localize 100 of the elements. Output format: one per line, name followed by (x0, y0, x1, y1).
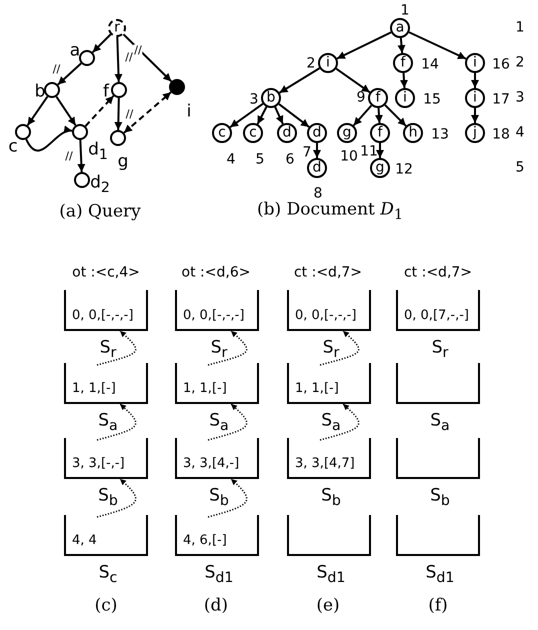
caption: (b) Document D$_{1}$ (257, 200, 403, 224)
position-number: 10 (340, 149, 358, 165)
edge-label: // (133, 44, 143, 55)
arrow (400, 72, 408, 88)
level-number: 3 (516, 90, 524, 106)
position-number: 17 (492, 92, 510, 108)
stack-name: S$_{b}$ (98, 486, 118, 510)
arrow (374, 108, 383, 124)
node-letter: g (376, 160, 384, 174)
node-letter: g (342, 125, 352, 140)
stack-entry: 3, 3,[4,-] (183, 457, 240, 470)
node-letter: f (376, 90, 380, 104)
arrow (313, 143, 321, 158)
dotted-arrow (96, 330, 136, 366)
stack-name: S$_{r}$ (210, 338, 228, 362)
arrow (114, 36, 122, 82)
stack-entry: 0, 0,[7,-,-] (404, 309, 469, 322)
stack-name: S$_{b}$ (430, 486, 450, 510)
arrow (397, 38, 406, 54)
position-number: 4 (226, 152, 236, 168)
position-number: 8 (314, 186, 322, 202)
stack-entry: 3, 3,[4,7] (295, 457, 355, 470)
caption: (c) (94, 596, 118, 616)
arrow (376, 143, 384, 158)
stack-name: S$_{d1}$ (316, 564, 346, 586)
arrow (26, 96, 48, 126)
caption: (e) (316, 596, 340, 616)
node-label: b (34, 82, 46, 102)
stack-name: S$_{b}$ (209, 486, 229, 510)
stack-entry: 0, 0,[-,-,-] (295, 309, 356, 322)
dotted-arrow (208, 478, 248, 518)
stack-name: S$_{a}$ (430, 412, 450, 434)
arrow (471, 108, 479, 123)
stack-name: S$_{r}$ (432, 338, 448, 362)
node-letter: c (218, 125, 226, 140)
arrow (278, 103, 310, 128)
position-number: 18 (492, 127, 510, 143)
arrow (114, 98, 122, 130)
edge-label: // (64, 150, 74, 162)
node-letter: d (312, 125, 322, 140)
node-label: d$_{1}$ (88, 140, 108, 164)
dotted-arrow (320, 330, 360, 366)
stack-entry: 3, 3,[-,-] (72, 457, 125, 470)
level-number: 1 (516, 20, 524, 36)
position-number: 9 (356, 90, 366, 106)
level-number: 2 (516, 55, 524, 71)
stack-entry: 1, 1,[-] (72, 382, 116, 395)
node-letter: f (378, 125, 382, 140)
arrow (279, 67, 320, 94)
node-label: g (118, 152, 128, 172)
position-number: 13 (431, 127, 449, 143)
node-letter: f (400, 55, 406, 70)
stack-entry: 0, 0,[-,-,-] (72, 309, 134, 322)
arrow (336, 68, 370, 94)
node-label: f (103, 82, 109, 102)
edge-label: // (124, 52, 134, 62)
arrow (256, 106, 268, 125)
stack-entry: 4, 6,[-] (183, 534, 227, 547)
arrow (471, 73, 479, 88)
arrow (384, 104, 407, 127)
node-letter: d (282, 125, 292, 140)
node-letter: j (473, 125, 477, 140)
node-letter: c (249, 125, 257, 140)
event-label: ot :<c,4> (72, 265, 140, 281)
tree-node (108, 19, 126, 37)
node-letter: d (312, 160, 322, 174)
node-letter: h (408, 125, 418, 140)
dotted-arrow (96, 478, 136, 518)
arrow (77, 140, 86, 172)
node-letter: i (473, 55, 477, 70)
stack-entry: 1, 1,[-] (183, 382, 227, 395)
stack-name: S$_{r}$ (100, 338, 116, 362)
node-label: a (70, 42, 80, 60)
position-number: 6 (286, 152, 294, 168)
position-number: 14 (421, 57, 439, 73)
node-label: d$_{2}$ (90, 174, 110, 196)
dotted-arrow (208, 330, 248, 366)
node-letter: b (266, 90, 276, 104)
stack-entry: 4, 4 (72, 534, 97, 547)
position-number: 1 (400, 3, 410, 19)
event-label: ot :<d,6> (182, 265, 250, 281)
dashed-arrow (84, 95, 114, 127)
stack-name: S$_{r}$ (322, 338, 340, 362)
arrow (122, 34, 172, 82)
position-number: 11 (360, 144, 378, 160)
node-letter: i (326, 55, 330, 70)
stack-name: S$_{a}$ (209, 412, 229, 434)
stack-name: S$_{a}$ (98, 412, 118, 434)
caption: (f) (428, 596, 448, 616)
arrow (25, 127, 72, 152)
position-number: 3 (250, 92, 258, 108)
position-number: 15 (423, 92, 441, 108)
arrow (336, 31, 392, 60)
node-letter: i (403, 90, 407, 104)
edge-label: // (124, 108, 134, 120)
arrow (56, 96, 76, 126)
position-number: 5 (256, 152, 264, 168)
stack-name: S$_{d1}$ (426, 564, 454, 586)
node-label: i (186, 102, 192, 122)
position-number: 16 (492, 57, 510, 73)
